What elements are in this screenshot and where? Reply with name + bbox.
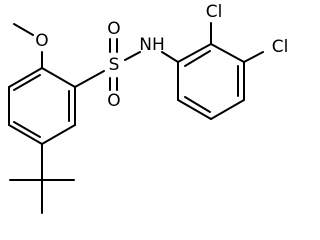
methoxy-group: O bbox=[13, 23, 49, 69]
tert-butyl-group bbox=[9, 143, 75, 214]
chlorine-right-label: Cl bbox=[272, 37, 289, 57]
sulfonyl-oxygen-bottom-label: O bbox=[107, 91, 120, 111]
chlorine-top-label: Cl bbox=[206, 2, 223, 22]
nh-label: NH bbox=[139, 35, 165, 55]
n-aryl-bond bbox=[161, 51, 179, 63]
chlorine-substituents: Cl Cl bbox=[206, 2, 289, 63]
sulfonyl-group: S O O bbox=[74, 19, 141, 111]
sulfur-label: S bbox=[109, 55, 120, 75]
structural-formula-diagram: O S O O NH bbox=[8, 2, 289, 214]
methoxy-oxygen-label: O bbox=[35, 31, 48, 51]
sulfonyl-oxygen-top-label: O bbox=[107, 19, 120, 39]
left-benzene-ring bbox=[8, 67, 76, 145]
right-benzene-ring bbox=[177, 43, 245, 120]
